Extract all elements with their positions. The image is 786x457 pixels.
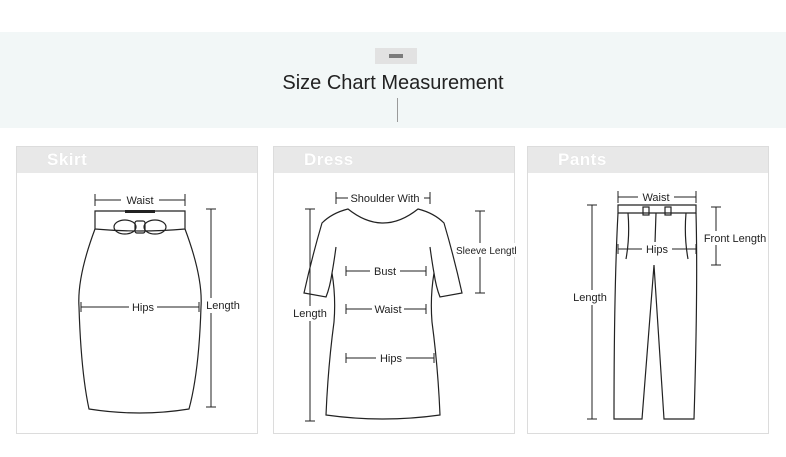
pants-front-label: Front Length [704,233,766,245]
dress-outline [303,208,463,420]
pants-hips-label: Hips [646,244,669,256]
skirt-length-label: Length [206,300,240,312]
skirt-outline [78,228,202,414]
pants-length-label: Length [573,292,607,304]
dress-length-label: Length [293,308,327,320]
pants-panel-header: Pants [528,147,768,173]
pants-panel: Pants Waist Front Length Hips [527,146,769,434]
pants-title: Pants [558,150,607,169]
header-divider [397,98,398,122]
pants-waistband [617,204,697,214]
skirt-title: Skirt [47,150,88,169]
skirt-panel: Skirt Waist Hips [16,146,258,434]
dress-hips-label: Hips [380,353,403,365]
skirt-waist-label: Waist [126,195,153,207]
pants-length-arrow [587,204,597,420]
dress-diagram: Shoulder With Sleeve Length Bust Waist H… [290,191,516,422]
dress-shoulder-label: Shoulder With [350,193,419,205]
header-banner: Size Chart Measurement [0,32,786,128]
bow-icon [113,219,167,235]
page-title: Size Chart Measurement [282,72,504,94]
header-tab-icon [375,48,417,64]
dress-panel-header: Dress [274,147,514,173]
skirt-panel-header: Skirt [17,147,257,173]
dress-title: Dress [304,150,354,169]
skirt-diagram: Waist Hips Length [78,193,245,414]
dress-panel: Dress Shoulder With Sleeve Length Bust [273,146,516,434]
dress-sleeve-label: Sleeve Length [456,246,516,257]
skirt-hips-label: Hips [132,302,155,314]
pants-waist-label: Waist [642,192,669,204]
pants-diagram: Waist Front Length Hips Length [570,190,768,420]
dress-bust-label: Bust [374,266,396,278]
dress-waist-label: Waist [374,304,401,316]
pants-outline [613,212,698,420]
